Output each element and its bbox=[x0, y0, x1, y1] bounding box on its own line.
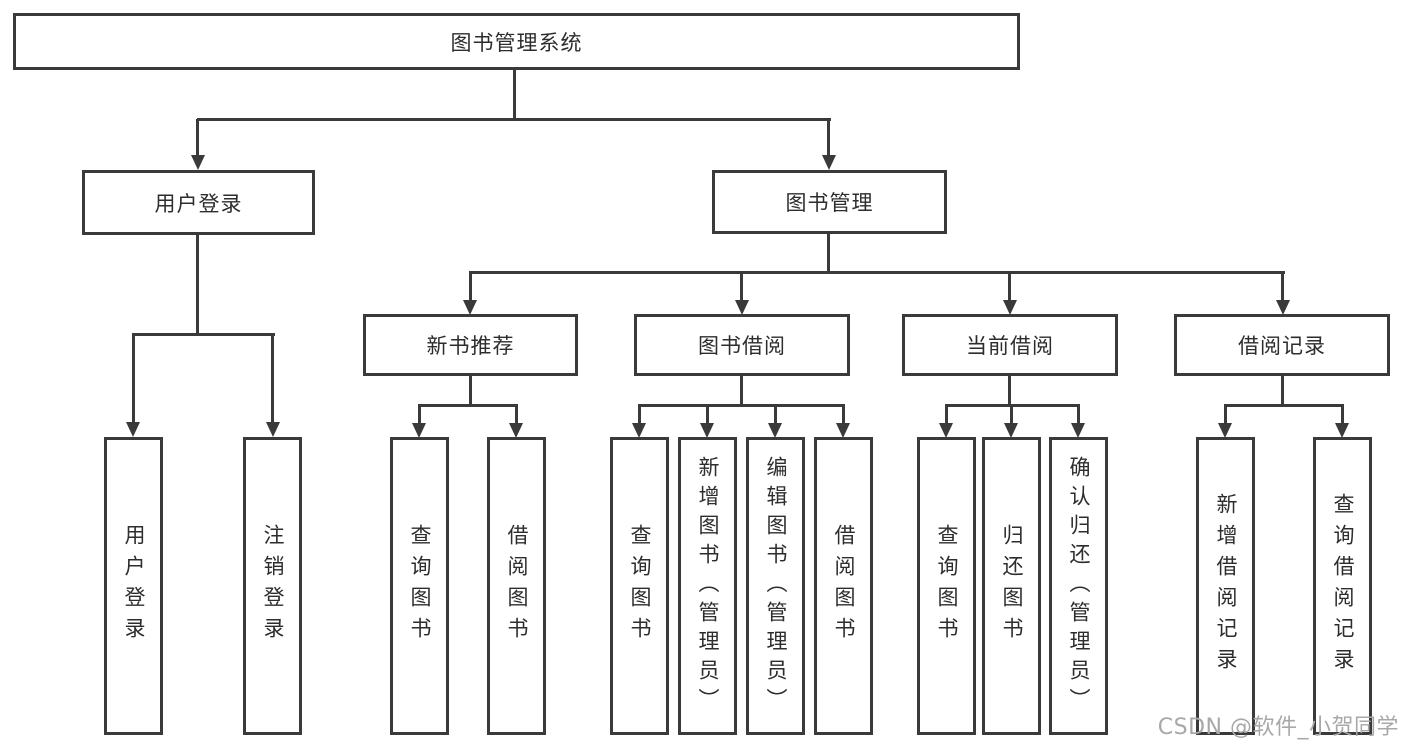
connector-line bbox=[469, 271, 1285, 274]
node-library-system: 图书管理系统 bbox=[13, 13, 1020, 70]
connector-line bbox=[1008, 376, 1011, 406]
connector-line bbox=[945, 405, 948, 424]
connector-line bbox=[638, 405, 641, 424]
leaf-query-books-current: 查询图书 bbox=[917, 437, 976, 735]
arrow-down-icon bbox=[632, 423, 646, 438]
arrow-down-icon bbox=[1071, 423, 1085, 438]
node-borrow-records-label: 借阅记录 bbox=[1238, 334, 1326, 358]
arrow-down-icon bbox=[735, 300, 749, 315]
arrow-down-icon bbox=[700, 423, 714, 438]
connector-line bbox=[196, 119, 199, 157]
leaf-confirm-return-admin-label: 确认归还（管理员） bbox=[1067, 455, 1091, 717]
arrow-down-icon bbox=[1276, 300, 1290, 315]
arrow-down-icon bbox=[768, 423, 782, 438]
leaf-query-books-borrowing-label: 查询图书 bbox=[628, 524, 652, 648]
connector-line bbox=[1008, 272, 1011, 301]
node-new-book-recommend-label: 新书推荐 bbox=[426, 334, 515, 358]
connector-line bbox=[132, 333, 275, 336]
arrow-down-icon bbox=[822, 155, 836, 170]
leaf-add-book-admin: 新增图书（管理员） bbox=[678, 437, 737, 735]
leaf-logout-label: 注销登录 bbox=[261, 524, 285, 648]
leaf-user-login: 用户登录 bbox=[104, 437, 163, 735]
leaf-user-login-label: 用户登录 bbox=[122, 524, 146, 648]
connector-line bbox=[1341, 405, 1344, 424]
leaf-query-books-borrowing: 查询图书 bbox=[610, 437, 669, 735]
connector-line bbox=[271, 334, 274, 423]
arrow-down-icon bbox=[266, 422, 280, 437]
connector-line bbox=[740, 272, 743, 301]
node-user-login: 用户登录 bbox=[82, 170, 315, 235]
connector-line bbox=[740, 376, 743, 406]
node-book-management: 图书管理 bbox=[712, 170, 947, 234]
leaf-logout: 注销登录 bbox=[243, 437, 302, 735]
leaf-borrow-books: 借阅图书 bbox=[814, 437, 873, 735]
arrow-down-icon bbox=[412, 423, 426, 438]
node-borrow-records: 借阅记录 bbox=[1174, 314, 1390, 376]
leaf-query-books-recommend-label: 查询图书 bbox=[408, 524, 432, 648]
connector-line bbox=[1281, 376, 1284, 406]
connector-line bbox=[827, 234, 830, 273]
leaf-add-borrow-record-label: 新增借阅记录 bbox=[1214, 493, 1238, 679]
leaf-borrow-books-recommend-label: 借阅图书 bbox=[505, 524, 529, 648]
connector-line bbox=[515, 405, 518, 424]
leaf-add-borrow-record: 新增借阅记录 bbox=[1196, 437, 1255, 735]
connector-line bbox=[706, 405, 709, 424]
connector-line bbox=[1281, 272, 1284, 301]
node-current-borrowing: 当前借阅 bbox=[902, 314, 1118, 376]
arrow-down-icon bbox=[126, 422, 140, 437]
arrow-down-icon bbox=[836, 423, 850, 438]
node-new-book-recommend: 新书推荐 bbox=[363, 314, 578, 376]
arrow-down-icon bbox=[1003, 300, 1017, 315]
leaf-add-book-admin-label: 新增图书（管理员） bbox=[696, 455, 720, 717]
connector-line bbox=[1077, 405, 1080, 424]
leaf-query-borrow-record-label: 查询借阅记录 bbox=[1331, 493, 1355, 679]
connector-line bbox=[513, 70, 516, 120]
connector-line bbox=[1010, 405, 1013, 424]
arrow-down-icon bbox=[191, 155, 205, 170]
node-book-borrowing: 图书借阅 bbox=[634, 314, 850, 376]
arrow-down-icon bbox=[1004, 423, 1018, 438]
arrow-down-icon bbox=[939, 423, 953, 438]
node-current-borrowing-label: 当前借阅 bbox=[966, 334, 1054, 358]
connector-line bbox=[827, 119, 830, 157]
connector-line bbox=[196, 235, 199, 335]
leaf-query-books-current-label: 查询图书 bbox=[935, 524, 959, 648]
node-library-system-label: 图书管理系统 bbox=[450, 30, 583, 55]
arrow-down-icon bbox=[463, 300, 477, 315]
leaf-return-book: 归还图书 bbox=[982, 437, 1041, 735]
node-user-login-label: 用户登录 bbox=[154, 191, 243, 216]
leaf-borrow-books-label: 借阅图书 bbox=[832, 524, 856, 648]
connector-line bbox=[774, 405, 777, 424]
node-book-management-label: 图书管理 bbox=[785, 191, 874, 215]
leaf-edit-book-admin-label: 编辑图书（管理员） bbox=[764, 455, 788, 717]
connector-line bbox=[638, 404, 845, 407]
arrow-down-icon bbox=[1335, 423, 1349, 438]
csdn-watermark: CSDN @软件_小贺同学 bbox=[1157, 715, 1399, 740]
arrow-down-icon bbox=[1218, 423, 1232, 438]
leaf-query-borrow-record: 查询借阅记录 bbox=[1313, 437, 1372, 735]
connector-line bbox=[418, 405, 421, 424]
leaf-return-book-label: 归还图书 bbox=[1000, 524, 1024, 648]
leaf-query-books-recommend: 查询图书 bbox=[390, 437, 449, 735]
connector-line bbox=[1224, 405, 1227, 424]
connector-line bbox=[132, 334, 135, 423]
connector-line bbox=[469, 376, 472, 406]
node-book-borrowing-label: 图书借阅 bbox=[698, 334, 786, 358]
connector-line bbox=[197, 118, 831, 121]
connector-line bbox=[469, 272, 472, 301]
connector-line bbox=[418, 404, 518, 407]
leaf-confirm-return-admin: 确认归还（管理员） bbox=[1049, 437, 1108, 735]
leaf-borrow-books-recommend: 借阅图书 bbox=[487, 437, 546, 735]
leaf-edit-book-admin: 编辑图书（管理员） bbox=[746, 437, 805, 735]
connector-line bbox=[842, 405, 845, 424]
arrow-down-icon bbox=[509, 423, 523, 438]
connector-line bbox=[1224, 404, 1344, 407]
